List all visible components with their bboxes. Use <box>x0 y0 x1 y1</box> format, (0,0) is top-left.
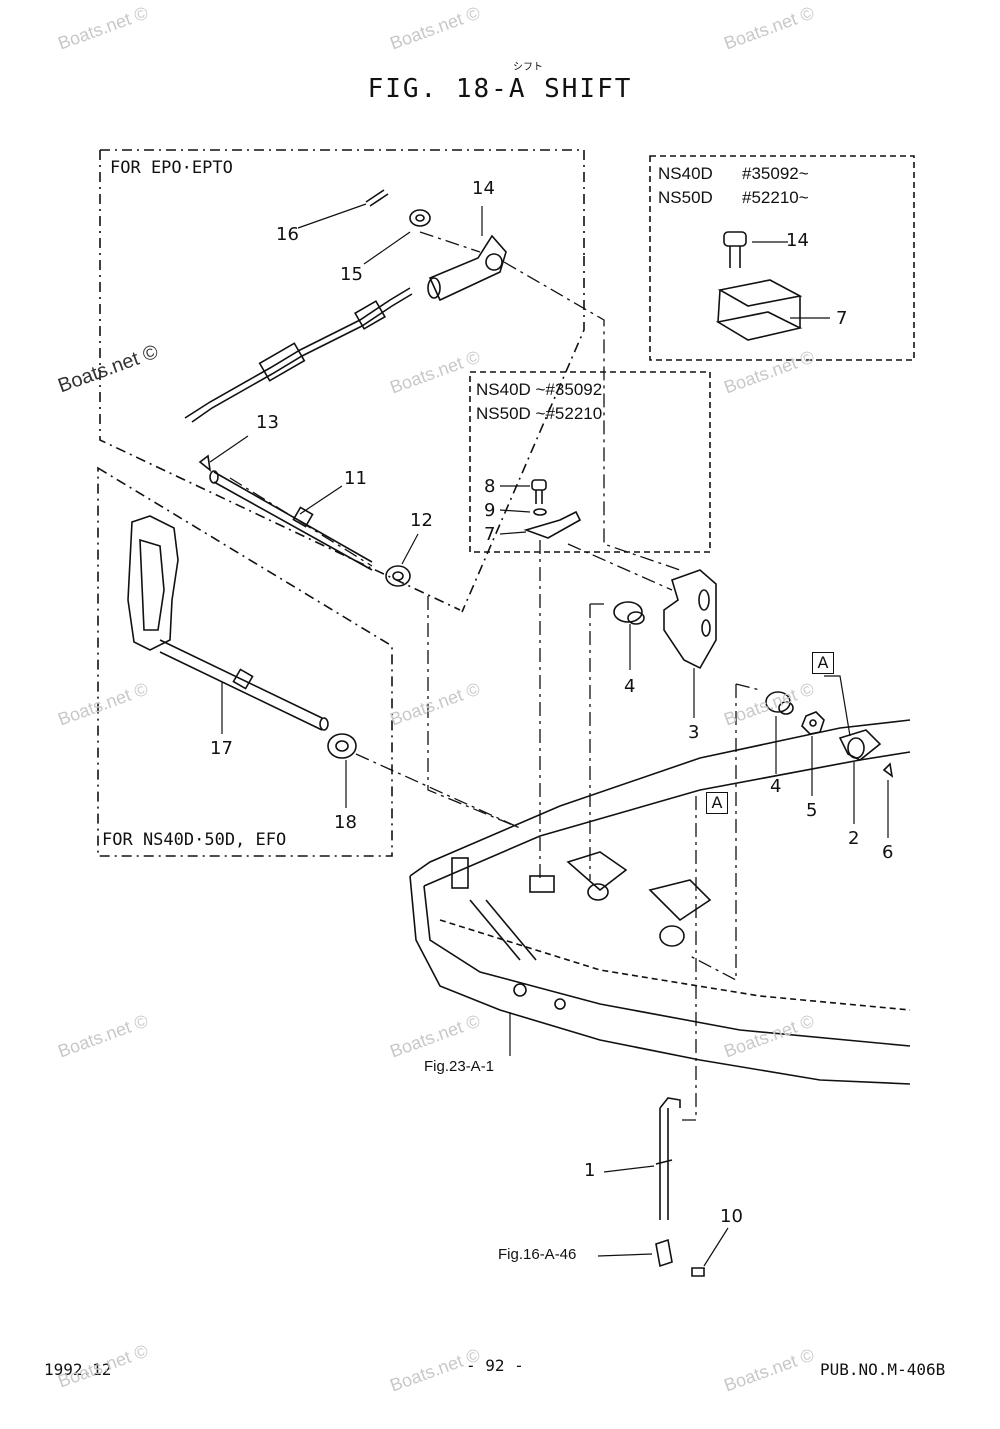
assembly-line <box>355 753 521 829</box>
callout-17: 17 <box>210 738 233 759</box>
leader-line <box>209 435 249 463</box>
ref-fig16: Fig.16-A-46 <box>498 1246 577 1263</box>
callout-7: 7 <box>484 524 496 545</box>
group-label-efo: FOR NS40D·50D, EFO <box>102 830 287 850</box>
callout-13: 13 <box>256 412 279 433</box>
early-model-1: NS40D ~#35092 <box>476 380 603 399</box>
callout-5: 5 <box>806 800 818 821</box>
late-model-2: NS50D <box>658 188 713 207</box>
nut <box>801 711 825 735</box>
leader-line <box>297 203 367 229</box>
leader-line <box>597 1253 653 1257</box>
late-plate <box>715 279 803 341</box>
footer-pub: PUB.NO.M-406B <box>820 1360 946 1379</box>
early-model-2: NS50D ~#52210 <box>476 404 603 423</box>
group-outline-early <box>469 371 711 553</box>
title-ruby: シフト <box>513 62 543 73</box>
early-bolt <box>531 479 547 504</box>
assembly-line <box>427 596 521 829</box>
group-outline-epo <box>99 149 585 613</box>
assembly-line <box>503 261 681 571</box>
collar <box>838 729 882 761</box>
washer <box>409 209 431 227</box>
group-label-epo: FOR EPO·EPTO <box>110 158 233 178</box>
footer-date: 1992.12 <box>44 1360 112 1379</box>
washer <box>385 565 411 587</box>
shift-lever <box>127 515 329 731</box>
callout-3: 3 <box>688 722 700 743</box>
oil-seal <box>327 733 357 759</box>
callout-1: 1 <box>584 1160 596 1181</box>
leader-line <box>299 485 343 515</box>
callout-6: 6 <box>882 842 894 863</box>
assembly-line <box>567 543 673 591</box>
leader-line <box>499 531 527 535</box>
footer-page: - 92 - <box>466 1356 524 1375</box>
leader-line <box>499 509 531 513</box>
callout-4: 4 <box>624 676 636 697</box>
assembly-line <box>229 477 373 567</box>
cotter-pin <box>365 189 389 207</box>
callout-8: 8 <box>484 476 496 497</box>
leader-line <box>401 533 419 565</box>
callout-2: 2 <box>848 828 860 849</box>
callout-15: 15 <box>340 264 363 285</box>
screw <box>691 1267 705 1277</box>
ref-box-a: A <box>706 792 728 814</box>
callout-14: 14 <box>786 230 809 251</box>
ref-fig23: Fig.23-A-1 <box>424 1058 495 1075</box>
leader-line <box>363 231 411 265</box>
shift-rod <box>655 1097 681 1220</box>
callout-4: 4 <box>770 776 782 797</box>
late-serial-1: #35092~ <box>742 164 809 183</box>
bushing <box>765 691 794 715</box>
callout-10: 10 <box>720 1206 743 1227</box>
callout-16: 16 <box>276 224 299 245</box>
page-title: FIG. 18-A SHIFT <box>367 74 633 104</box>
late-bolt <box>723 231 747 268</box>
leader-line <box>703 1227 729 1267</box>
assembly-line <box>589 603 608 880</box>
shift-cable <box>184 287 413 423</box>
late-model-1: NS40D <box>658 164 713 183</box>
group-outline-late <box>649 155 915 361</box>
rod-clip <box>655 1238 673 1268</box>
callout-7: 7 <box>836 308 848 329</box>
leader-line <box>603 1165 655 1173</box>
early-plate <box>523 510 582 539</box>
ref-box-a: A <box>812 652 834 674</box>
callout-9: 9 <box>484 500 496 521</box>
rod-end <box>427 234 507 302</box>
assembly-line <box>419 231 481 253</box>
group-outline-efo <box>97 466 393 857</box>
lower-cowl <box>409 719 911 1085</box>
callout-14: 14 <box>472 178 495 199</box>
bushing <box>613 601 645 625</box>
assembly-line <box>689 683 761 982</box>
leader-line <box>824 675 851 737</box>
callout-12: 12 <box>410 510 433 531</box>
clip <box>198 454 212 472</box>
late-serial-2: #52210~ <box>742 188 809 207</box>
pin <box>882 762 894 778</box>
assembly-line <box>680 796 697 1121</box>
callout-18: 18 <box>334 812 357 833</box>
early-washer <box>533 508 547 516</box>
callout-11: 11 <box>344 468 367 489</box>
shift-arm <box>663 569 717 670</box>
